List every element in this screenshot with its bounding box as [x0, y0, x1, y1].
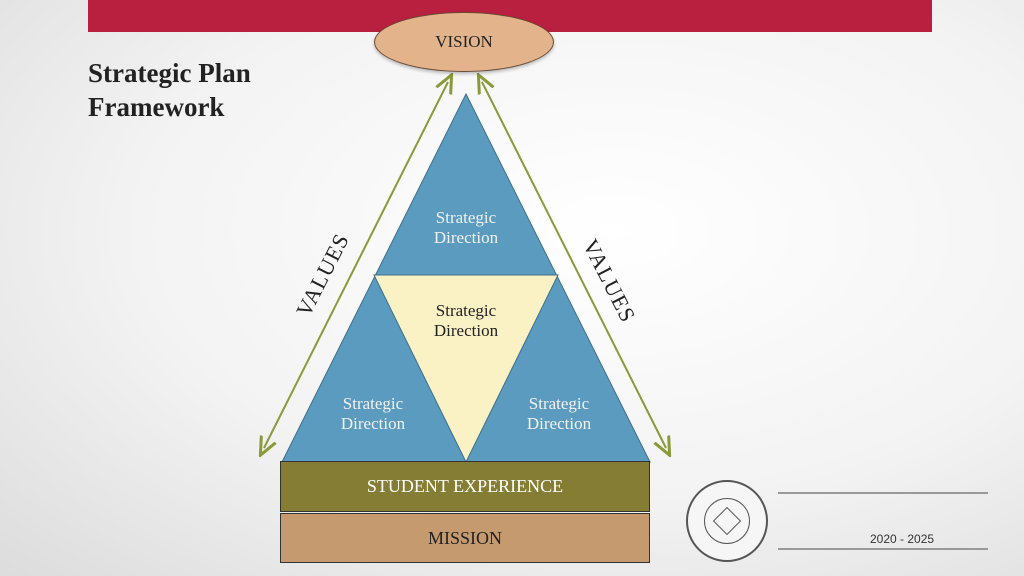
left-direction-line-2: Direction	[340, 414, 406, 433]
center-direction-line-2: Direction	[433, 321, 499, 340]
center-direction-line-1: Strategic	[435, 301, 497, 320]
page-title-line-2: Framework	[88, 92, 225, 122]
strategic-planning-logo: 2020 - 2025	[686, 480, 992, 564]
student-experience-label: STUDENT EXPERIENCE	[366, 476, 564, 496]
top-direction-line-2: Direction	[433, 228, 499, 247]
wordmark-top-rule	[778, 492, 988, 494]
center-strategic-direction: Strategic Direction	[396, 301, 536, 341]
top-direction-line-1: Strategic	[435, 208, 497, 227]
left-strategic-direction: Strategic Direction	[303, 394, 443, 434]
mission-label: MISSION	[427, 527, 502, 548]
seal-inner-ring	[704, 498, 750, 544]
right-strategic-direction: Strategic Direction	[489, 394, 629, 434]
college-seal-icon	[686, 480, 768, 562]
plan-years: 2020 - 2025	[870, 532, 935, 546]
mission-band: MISSION	[280, 513, 650, 563]
right-direction-line-2: Direction	[526, 414, 592, 433]
vision-ellipse: VISION	[374, 12, 554, 72]
left-direction-line-1: Strategic	[342, 394, 404, 413]
page-title-line-1: Strategic Plan	[88, 58, 251, 88]
vision-label: VISION	[435, 32, 493, 51]
page-title: Strategic Plan Framework	[88, 56, 348, 124]
right-direction-line-1: Strategic	[528, 394, 590, 413]
values-right-arrow	[482, 82, 666, 448]
values-left-arrow	[264, 82, 448, 448]
student-experience-band: STUDENT EXPERIENCE	[280, 461, 650, 512]
wordmark-bottom-rule	[778, 548, 988, 550]
top-strategic-direction: Strategic Direction	[396, 208, 536, 248]
